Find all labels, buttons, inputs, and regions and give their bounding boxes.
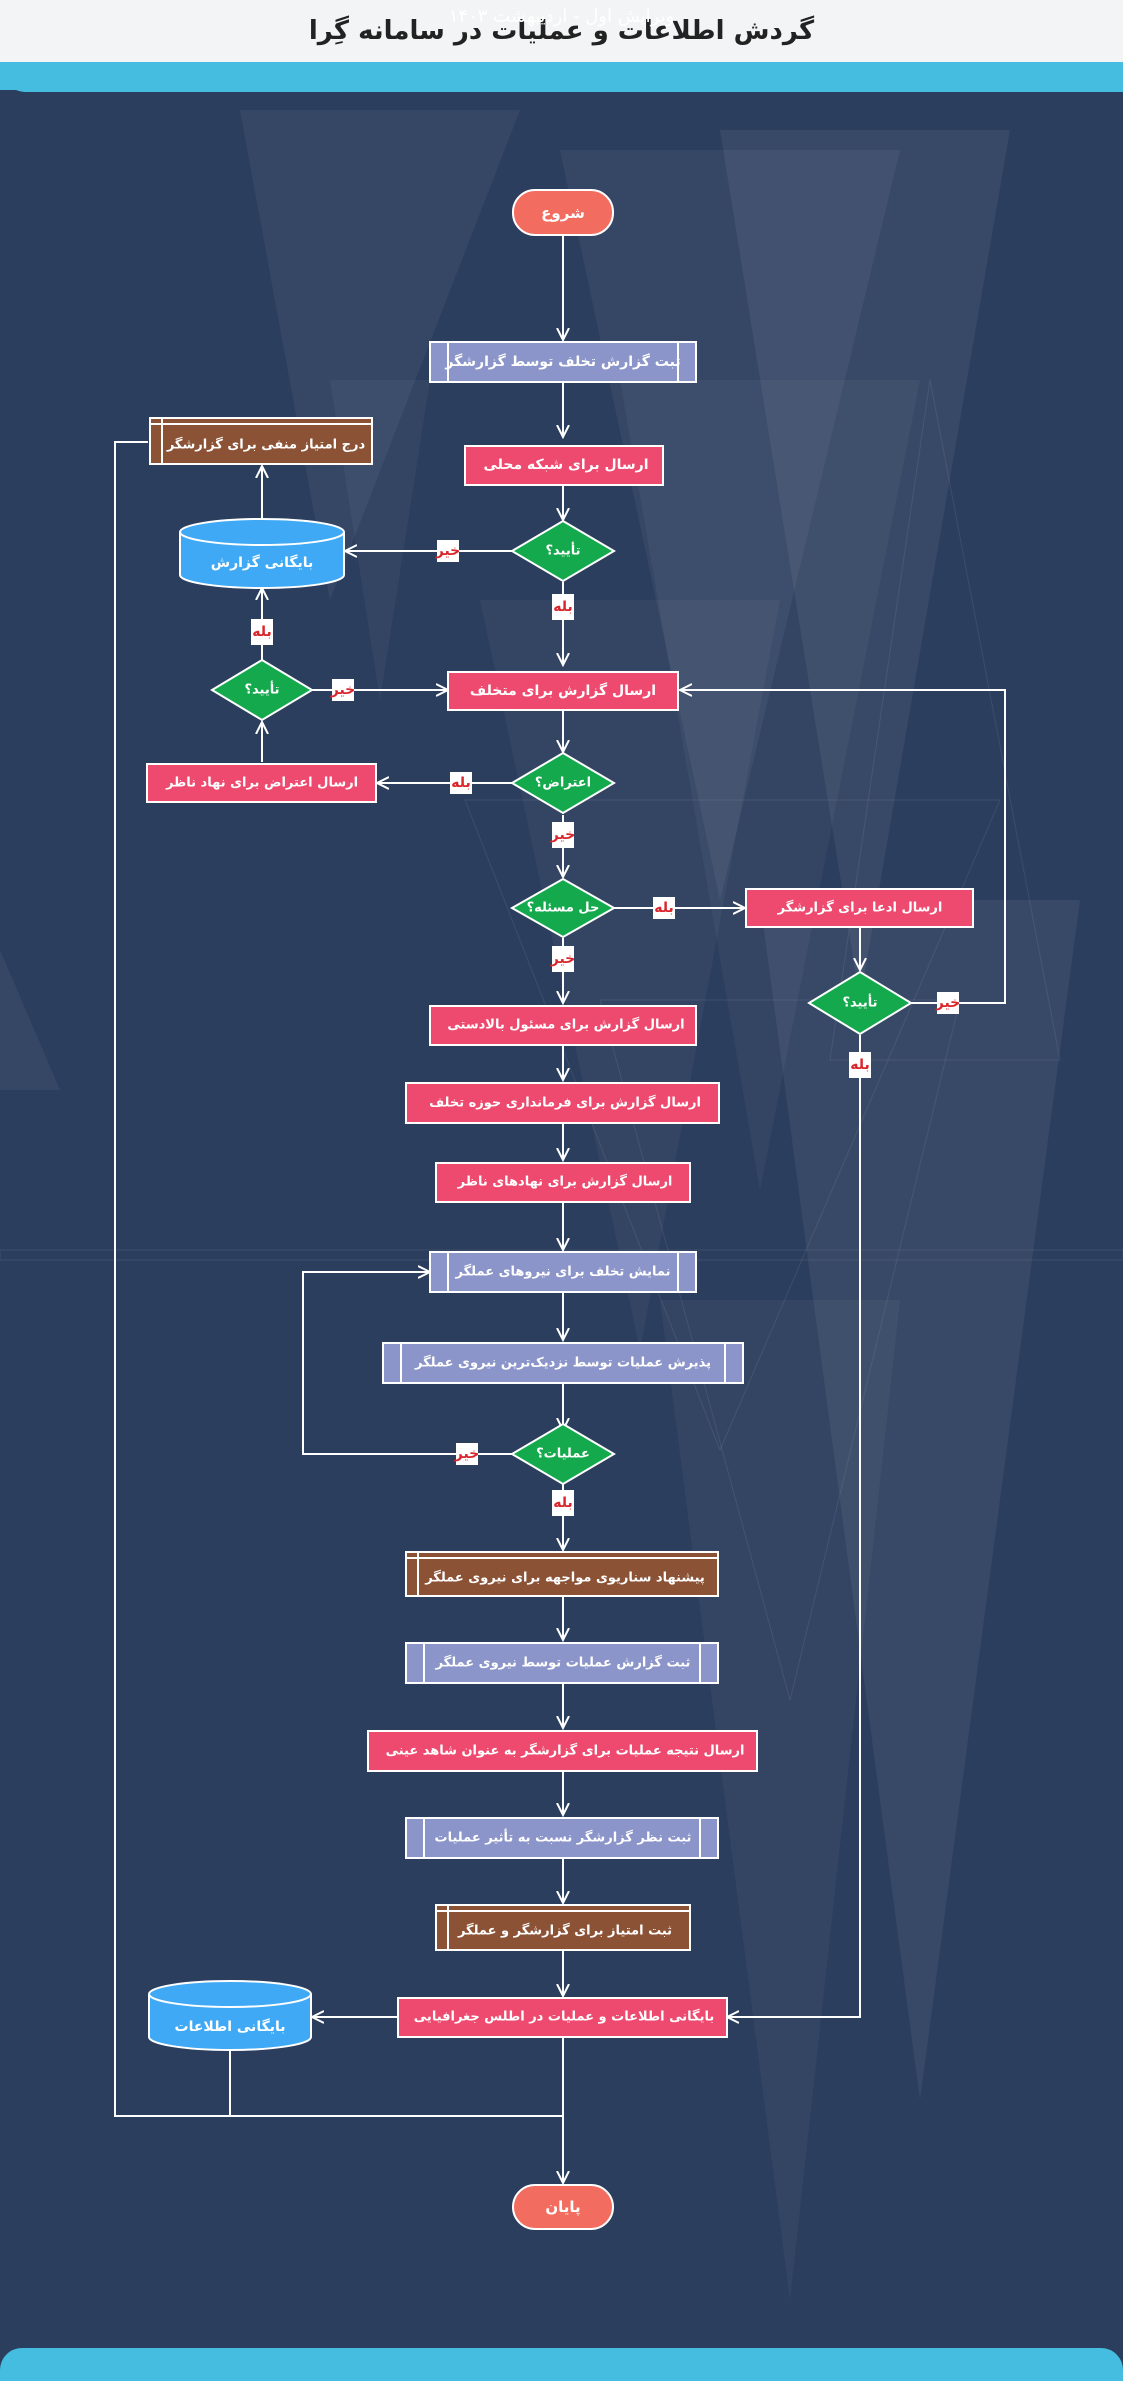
- negative-score-predefined: درج امتیاز منفی برای گزارشگر: [149, 417, 373, 465]
- report-archive-label: بایگانی گزارش: [211, 554, 314, 571]
- background-decoration: [0, 110, 1080, 2300]
- edge-label-text: بله: [850, 1057, 869, 1073]
- send-local-network-node: ارسال برای شبکه محلی: [464, 445, 664, 486]
- edge-label-approve2-no: خیر: [330, 679, 356, 701]
- edge-label-text: خیر: [550, 827, 576, 843]
- resolved-label: حل مسئله؟: [527, 901, 600, 916]
- edge-label-text: بله: [553, 599, 572, 615]
- footer-text: ویرایش اول - اردیبهشت ۱۴۰۳: [448, 6, 675, 27]
- edge-label-objection-yes: بله: [450, 772, 472, 794]
- end-terminal: پایان: [512, 2184, 614, 2230]
- approve-1-decision: تأیید؟: [510, 519, 616, 583]
- suggest-scenario-predefined: پیشنهاد سناریوی مواجهه برای نیروی عملگر: [405, 1551, 719, 1597]
- connectors: [114, 235, 1006, 2183]
- send-supervisors-node: ارسال گزارش برای نهادهای ناظر: [435, 1162, 691, 1203]
- send-result-node: ارسال نتیجه عملیات برای گزارشگر به عنوان…: [367, 1730, 758, 1772]
- display-violation-label: نمایش تخلف برای نیروهای عملگر: [455, 1264, 671, 1280]
- edge-label-text: خیر: [550, 951, 576, 967]
- edge-label-approve3-no: خیر: [935, 992, 961, 1014]
- info-archive-database: بایگانی اطلاعات: [148, 1980, 312, 2051]
- info-archive-label: بایگانی اطلاعات: [175, 2018, 286, 2035]
- register-violation-process: ثبت گزارش تخلف توسط گزارشگر: [429, 341, 697, 383]
- send-supervisors-label: ارسال گزارش برای نهادهای ناظر: [457, 1174, 673, 1190]
- register-op-report-process: ثبت گزارش عملیات توسط نیروی عملگر: [405, 1642, 719, 1684]
- edge-label-text: بله: [252, 624, 271, 640]
- header-band: [0, 62, 1123, 92]
- operation-label: عملیات؟: [536, 1447, 590, 1462]
- report-archive-database: بایگانی گزارش: [179, 518, 345, 589]
- edge-label-resolved-no: خیر: [550, 946, 576, 972]
- flow-nodes: شروع ثبت گزارش تخلف توسط گزارشگر درج امت…: [146, 189, 974, 2230]
- send-claim-node: ارسال ادعا برای گزارشگر: [745, 888, 974, 928]
- edge-label-text: خیر: [435, 543, 461, 559]
- approve-2-decision: تأیید؟: [210, 658, 314, 722]
- edge-label-text: خیر: [330, 682, 356, 698]
- approve-1-label: تأیید؟: [545, 542, 580, 559]
- send-governorate-label: ارسال گزارش برای فرمانداری حوزه تخلف: [429, 1095, 701, 1111]
- operation-decision: عملیات؟: [510, 1422, 616, 1486]
- approve-3-label: تأیید؟: [842, 994, 877, 1011]
- edge-label-objection-no: خیر: [550, 822, 576, 848]
- send-result-label: ارسال نتیجه عملیات برای گزارشگر به عنوان…: [386, 1743, 745, 1759]
- send-claim-label: ارسال ادعا برای گزارشگر: [777, 900, 943, 916]
- edge-label-operation-no: خیر: [454, 1443, 480, 1465]
- edge-label-text: بله: [451, 775, 470, 791]
- register-score-label: ثبت امتیاز برای گزارشگر و عملگر: [457, 1923, 672, 1939]
- objection-label: اعتراض؟: [535, 776, 591, 791]
- display-violation-process: نمایش تخلف برای نیروهای عملگر: [429, 1251, 697, 1293]
- objection-decision: اعتراض؟: [510, 751, 616, 815]
- register-opinion-label: ثبت نظر گزارشگر نسبت به تأثیر عملیات: [435, 1829, 692, 1846]
- edge-label-text: بله: [654, 900, 673, 916]
- edge-label-approve3-yes: بله: [849, 1052, 871, 1078]
- flowchart: شروع ثبت گزارش تخلف توسط گزارشگر درج امت…: [0, 110, 1123, 2300]
- archive-geo-label: بایگانی اطلاعات و عملیات در اطلس جغرافیا…: [414, 2009, 714, 2025]
- edge-label-approve1-yes: بله: [552, 594, 574, 620]
- edge-label-operation-yes: بله: [552, 1490, 574, 1516]
- edge-label-text: خیر: [935, 995, 961, 1011]
- edge-label-approve1-no: خیر: [435, 540, 461, 562]
- register-opinion-process: ثبت نظر گزارشگر نسبت به تأثیر عملیات: [405, 1817, 719, 1859]
- edge-labels: خیر بله بله خیر بله خیر بله خیر: [251, 540, 960, 1516]
- suggest-scenario-label: پیشنهاد سناریوی مواجهه برای نیروی عملگر: [424, 1570, 705, 1586]
- register-violation-label: ثبت گزارش تخلف توسط گزارشگر: [444, 353, 680, 370]
- edge-label-approve2-yes: بله: [251, 619, 273, 645]
- send-objection-label: ارسال اعتراض برای نهاد ناظر: [165, 776, 358, 791]
- approve-2-label: تأیید؟: [244, 681, 279, 698]
- edge-label-text: بله: [553, 1495, 572, 1511]
- negative-score-label: درج امتیاز منفی برای گزارشگر: [166, 437, 366, 453]
- send-to-violator-label: ارسال گزارش برای متخلف: [470, 682, 656, 699]
- register-op-report-label: ثبت گزارش عملیات توسط نیروی عملگر: [435, 1655, 691, 1671]
- page-title: گردش اطلاعات و عملیات در سامانه گِرا: [308, 16, 815, 46]
- start-terminal: شروع: [512, 189, 614, 236]
- send-to-violator-node: ارسال گزارش برای متخلف: [447, 671, 679, 711]
- edge-label-resolved-yes: بله: [653, 897, 675, 919]
- diagram-canvas: شروع ثبت گزارش تخلف توسط گزارشگر درج امت…: [0, 92, 1123, 2346]
- end-label: پایان: [545, 2198, 580, 2217]
- accept-operation-process: پذیرش عملیات توسط نزدیک‌ترین نیروی عملگر: [382, 1342, 744, 1384]
- accept-operation-label: پذیرش عملیات توسط نزدیک‌ترین نیروی عملگر: [414, 1355, 711, 1371]
- send-objection-node: ارسال اعتراض برای نهاد ناظر: [146, 763, 377, 803]
- send-local-network-label: ارسال برای شبکه محلی: [484, 457, 649, 473]
- send-superior-node: ارسال گزارش برای مسئول بالادستی: [429, 1005, 697, 1046]
- start-label: شروع: [541, 204, 585, 222]
- send-governorate-node: ارسال گزارش برای فرمانداری حوزه تخلف: [405, 1082, 720, 1124]
- approve-3-decision: تأیید؟: [807, 970, 913, 1036]
- footer: [0, 2348, 1123, 2381]
- resolved-decision: حل مسئله؟: [509, 877, 617, 939]
- register-score-predefined: ثبت امتیاز برای گزارشگر و عملگر: [435, 1904, 691, 1951]
- archive-geo-node: بایگانی اطلاعات و عملیات در اطلس جغرافیا…: [397, 1997, 728, 2038]
- edge-label-text: خیر: [454, 1446, 480, 1462]
- send-superior-label: ارسال گزارش برای مسئول بالادستی: [447, 1017, 684, 1033]
